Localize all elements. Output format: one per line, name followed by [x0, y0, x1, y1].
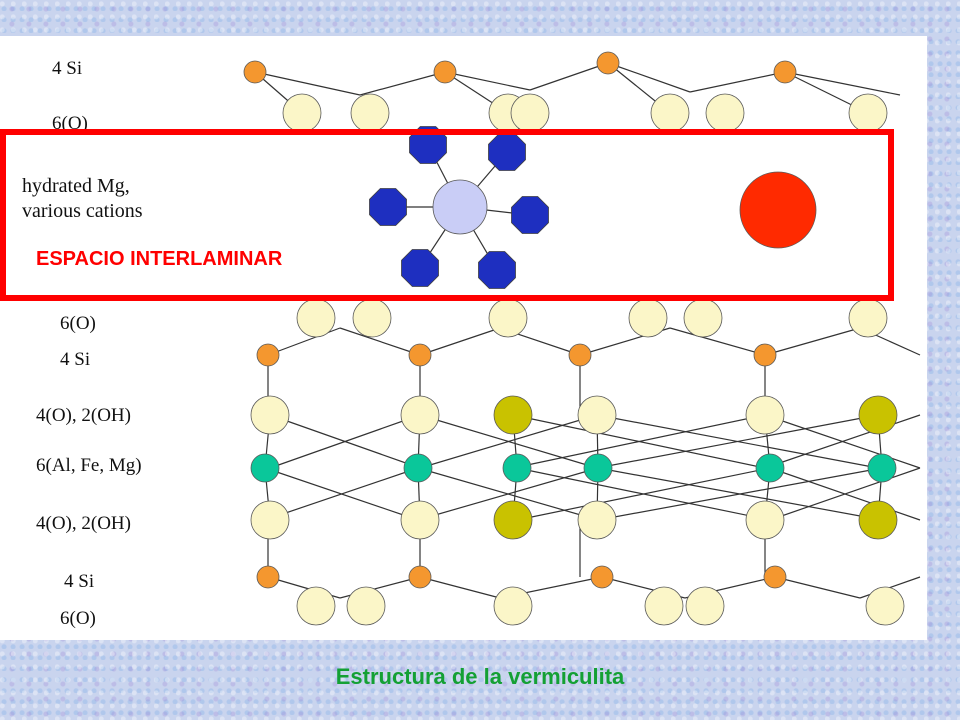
label-upper-oh: 4(O), 2(OH) — [36, 405, 131, 426]
oxygen-atom — [250, 395, 290, 435]
bond-line — [419, 327, 501, 356]
oxygen-atom — [644, 586, 684, 626]
oxygen-atom — [848, 298, 888, 338]
octahedral-cation-atom — [755, 453, 785, 483]
silicon-atom — [596, 51, 620, 75]
bond-line — [774, 576, 861, 599]
oxygen-atom — [628, 298, 668, 338]
label-octahedral: 6(Al, Fe, Mg) — [36, 455, 142, 476]
bond-line — [419, 576, 501, 599]
hydroxyl-atom — [493, 395, 533, 435]
water-molecule — [401, 249, 439, 287]
oxygen-atom — [400, 500, 440, 540]
oxygen-atom — [577, 500, 617, 540]
bond-line — [607, 62, 691, 93]
oxygen-atom — [745, 395, 785, 435]
octahedral-cation-atom — [867, 453, 897, 483]
oxygen-atom — [685, 586, 725, 626]
bond-line — [529, 62, 609, 91]
oxygen-atom — [493, 586, 533, 626]
octahedral-cation-atom — [250, 453, 280, 483]
bond-line — [264, 467, 419, 521]
label-upper-si: 4 Si — [60, 349, 91, 370]
label-interlayer-line-2: various cations — [22, 200, 143, 222]
label-mid-o: 6(O) — [60, 313, 96, 334]
oxygen-atom — [683, 298, 723, 338]
vermiculite-structure-diagram — [243, 51, 921, 626]
bond-line — [596, 414, 879, 469]
bond-line — [444, 71, 531, 91]
silicon-atom — [408, 343, 432, 367]
silicon-atom — [408, 565, 432, 589]
oxygen-atom — [510, 93, 550, 133]
water-molecule — [511, 196, 549, 234]
oxygen-atom — [577, 395, 617, 435]
diagram-panel — [0, 36, 927, 640]
bond-line — [784, 71, 901, 96]
bond-line — [689, 71, 786, 93]
label-interlayer-line-1: hydrated Mg, — [22, 175, 130, 197]
water-molecule — [369, 188, 407, 226]
octahedral-cation-atom — [502, 453, 532, 483]
oxygen-atom — [400, 395, 440, 435]
interlayer-cation — [739, 171, 817, 249]
silicon-atom — [590, 565, 614, 589]
oxygen-atom — [488, 298, 528, 338]
oxygen-atom — [352, 298, 392, 338]
hydroxyl-atom — [858, 395, 898, 435]
oxygen-atom — [350, 93, 390, 133]
atoms — [243, 51, 905, 626]
silicon-atom — [256, 343, 280, 367]
oxygen-atom — [650, 93, 690, 133]
oxygen-atom — [346, 586, 386, 626]
silicon-atom — [763, 565, 787, 589]
oxygen-atom — [282, 93, 322, 133]
oxygen-atom — [296, 586, 336, 626]
oxygen-atom — [296, 298, 336, 338]
silicon-atom — [753, 343, 777, 367]
octahedral-cation-atom — [583, 453, 613, 483]
bond-line — [269, 414, 421, 469]
label-top-o: 6(O) — [52, 113, 88, 134]
silicon-atom — [773, 60, 797, 84]
hydroxyl-atom — [858, 500, 898, 540]
water-molecule — [488, 133, 526, 171]
bond-line — [597, 467, 883, 521]
silicon-atom — [256, 565, 280, 589]
label-bottom-o: 6(O) — [60, 608, 96, 629]
bond-line — [419, 414, 598, 469]
bond-line — [512, 414, 766, 469]
hydroxyl-atom — [493, 500, 533, 540]
figure-caption: Estructura de la vermiculita — [335, 664, 625, 689]
bond-line — [516, 467, 771, 521]
silicon-atom — [568, 343, 592, 367]
hydrated-mg-atom — [432, 179, 488, 235]
bond-line — [254, 71, 361, 96]
bond-line — [417, 467, 599, 521]
water-molecule — [478, 251, 516, 289]
bond-line — [339, 327, 421, 356]
bond-line — [359, 71, 446, 96]
label-top-si: 4 Si — [52, 58, 83, 79]
octahedral-cation-atom — [403, 453, 433, 483]
label-lower-si: 4 Si — [64, 571, 95, 592]
oxygen-atom — [705, 93, 745, 133]
interlayer-title: ESPACIO INTERLAMINAR — [36, 248, 283, 270]
silicon-atom — [433, 60, 457, 84]
silicon-atom — [243, 60, 267, 84]
bond-line — [669, 327, 766, 356]
oxygen-atom — [250, 500, 290, 540]
label-interlayer-cations: hydrated Mg, various cations — [22, 174, 143, 224]
bond-line — [769, 467, 921, 521]
oxygen-atom — [865, 586, 905, 626]
oxygen-atom — [745, 500, 785, 540]
bond-line — [764, 327, 861, 356]
oxygen-atom — [848, 93, 888, 133]
interlayer-highlight-frame — [0, 129, 894, 301]
label-lower-oh: 4(O), 2(OH) — [36, 513, 131, 534]
